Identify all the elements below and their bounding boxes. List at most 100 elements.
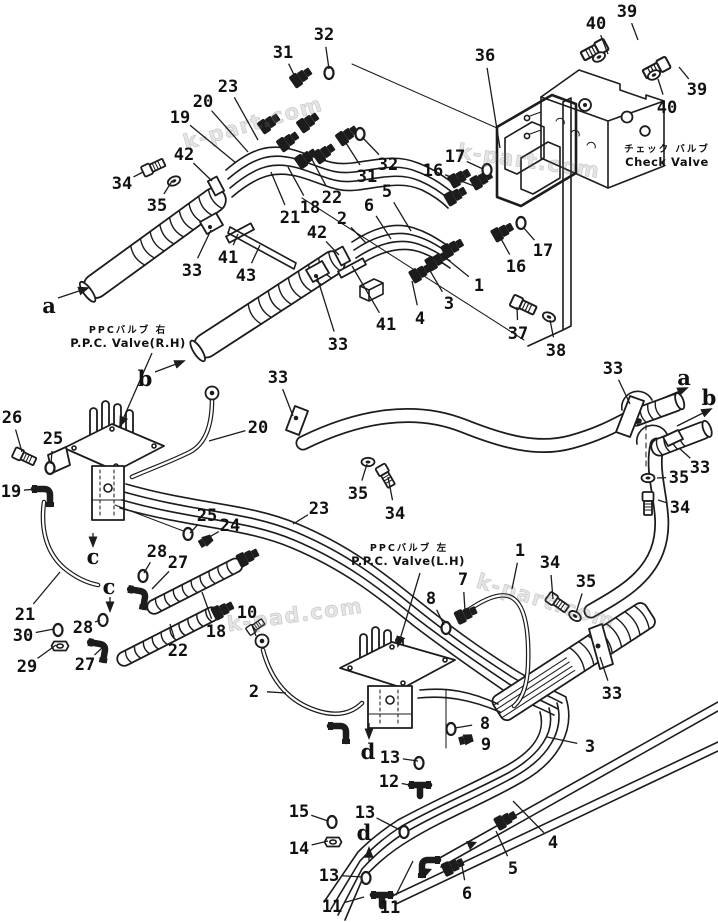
ref-arrow-a [57,286,90,299]
ref-arrow-b [676,408,713,427]
leader-line [311,840,329,846]
callout-28: 28 [147,542,167,562]
tube-20 [129,385,220,480]
washer-35-icon [640,472,656,484]
leader-line [361,136,380,156]
o-ring-28-icon [137,568,149,584]
clamp-33-icon [199,212,224,235]
callout-25: 25 [197,506,217,526]
leader-line [387,476,394,501]
washer-38-icon [540,309,558,325]
callout-41: 41 [218,248,238,268]
callout-34: 34 [540,553,560,573]
tube-5 [418,701,718,878]
callout-20: 20 [193,92,213,112]
o-ring-30-icon [52,622,64,638]
tube-2-lower [244,617,365,717]
leader-line [600,34,609,55]
callout-34: 34 [385,504,405,524]
leader-line [307,151,327,186]
callout-39: 39 [617,2,637,22]
callout-4: 4 [548,833,558,853]
leader-line [411,280,418,306]
bolt-37-icon [508,293,539,318]
leader-line [522,226,535,241]
callout-1: 1 [515,541,525,561]
callout-33: 33 [268,368,288,388]
ref-letter-d: d [361,739,376,764]
clamp-33-mid [285,405,309,436]
bolt-34-icon [374,462,398,490]
main-hose-b [583,437,670,619]
leader-line [208,429,246,442]
callout-35: 35 [576,572,596,592]
callout-4: 4 [415,309,425,329]
clamp-33-lower-lip-icon [662,429,684,447]
callout-1: 1 [474,276,484,296]
bundle-to-valve-tubes [417,688,501,713]
tube-1 [453,593,531,709]
ppc-valve-lh-label-jp: PPCバルブ 左 [370,542,448,554]
bolt-34-icon [139,156,168,178]
leader-line [23,488,39,491]
o-ring-13-icon [360,870,372,886]
callout-40: 40 [657,98,677,118]
ref-letter-d: d [357,820,372,845]
ref-arrow-b [154,360,186,373]
callout-9: 9 [481,735,491,755]
callout-21: 21 [15,605,35,625]
leader-line [35,628,55,634]
o-ring-15-icon [326,814,338,830]
spacer-block-icon [359,278,384,302]
leader-line [250,623,257,637]
o-ring-8-icon [445,721,457,737]
leader-line [463,591,466,612]
elbow-27-icon [125,585,150,610]
washer-35-icon [360,456,376,468]
leader-line [350,226,367,244]
leader-line [428,268,443,293]
leader-line [550,574,554,600]
leader-line [351,265,380,314]
rh-ppc-valve [32,400,187,533]
clamp-33-bundle [588,623,614,670]
callout-22: 22 [322,188,342,208]
leader-line [14,429,23,453]
ref-letter-c: c [87,544,100,569]
leader-line [270,171,286,206]
leader-line [196,229,212,259]
hose-21 [40,499,101,588]
callout-17: 17 [533,241,553,261]
bolt-26-icon [10,446,39,468]
callout-32: 32 [314,25,334,45]
ref-letter-a: a [42,293,56,318]
callout-16: 16 [423,161,443,181]
leader-line [499,236,511,255]
callout-33: 33 [328,335,348,355]
callout-32: 32 [378,155,398,175]
leader-line [151,570,170,590]
callout-6: 6 [364,196,374,216]
leader-line [344,896,365,904]
leader-line [402,758,419,762]
check-valve-block [523,69,665,189]
callout-27: 27 [75,655,95,675]
leader-line [575,593,583,614]
callout-33: 33 [602,684,622,704]
leader-line [486,67,501,149]
callout-35: 35 [348,484,368,504]
clamp-hardware-upper [199,175,384,302]
tube-6 [371,741,718,906]
leader-line [401,782,416,787]
callout-7: 7 [458,570,468,590]
clamp-42-icon [206,175,226,197]
callout-6: 6 [462,884,472,904]
callout-3: 3 [585,737,595,757]
leader-line [461,738,474,742]
callout-19: 19 [1,482,21,502]
callout-34: 34 [112,174,132,194]
o-ring-25-icon [182,526,194,542]
callout-28: 28 [73,618,93,638]
